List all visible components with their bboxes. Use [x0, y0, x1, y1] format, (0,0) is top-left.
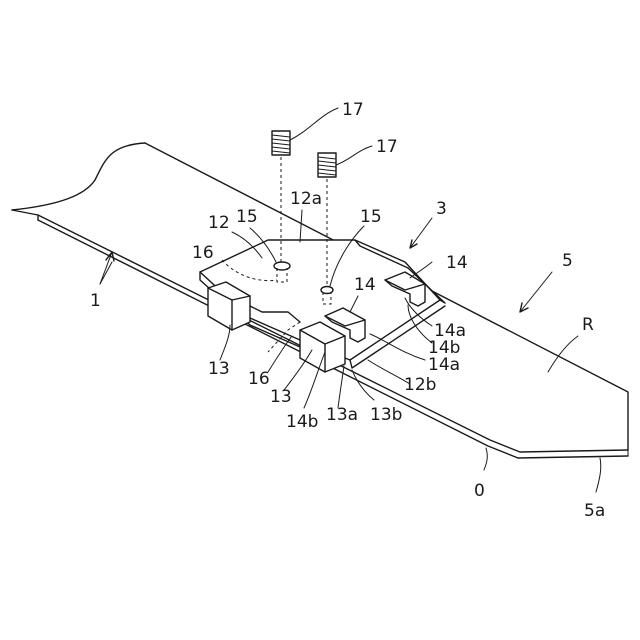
label-5a: 5a [584, 501, 605, 521]
label-16-top: 16 [192, 243, 214, 263]
label-13b: 13b [370, 405, 402, 425]
label-1: 1 [90, 291, 101, 311]
label-17-right: 17 [376, 137, 398, 157]
label-12a: 12a [290, 189, 322, 209]
label-3: 3 [436, 199, 447, 219]
label-14-right: 14 [446, 253, 468, 273]
label-0: 0 [474, 481, 485, 501]
arrow-5 [520, 272, 552, 312]
label-12: 12 [208, 213, 230, 233]
label-14-left: 14 [354, 275, 376, 295]
label-13-bottom: 13 [270, 387, 292, 407]
label-15-right: 15 [360, 207, 382, 227]
label-R: R [582, 315, 594, 335]
label-5: 5 [562, 251, 573, 271]
arrow-3 [410, 218, 432, 248]
label-16-bottom: 16 [248, 369, 270, 389]
label-14a-lower: 14a [428, 355, 460, 375]
label-14b-lower: 14b [286, 412, 318, 432]
label-17-left: 17 [342, 100, 364, 120]
label-15-left: 15 [236, 207, 258, 227]
label-13a: 13a [326, 405, 358, 425]
label-13-left: 13 [208, 359, 230, 379]
label-12b: 12b [404, 375, 436, 395]
